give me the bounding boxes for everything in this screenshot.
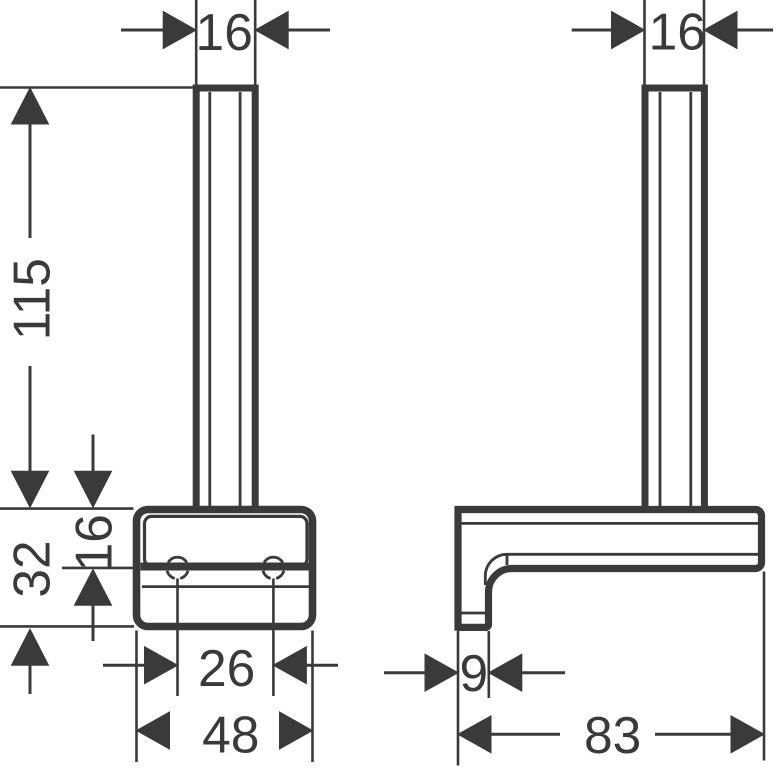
svg-text:115: 115 [2, 258, 60, 340]
svg-text:16: 16 [65, 514, 123, 571]
svg-text:32: 32 [3, 540, 61, 597]
svg-text:16: 16 [196, 3, 253, 61]
svg-text:26: 26 [198, 639, 255, 697]
svg-text:48: 48 [202, 706, 259, 764]
svg-text:9: 9 [459, 644, 488, 702]
svg-text:16: 16 [649, 3, 706, 61]
svg-text:83: 83 [584, 706, 641, 764]
